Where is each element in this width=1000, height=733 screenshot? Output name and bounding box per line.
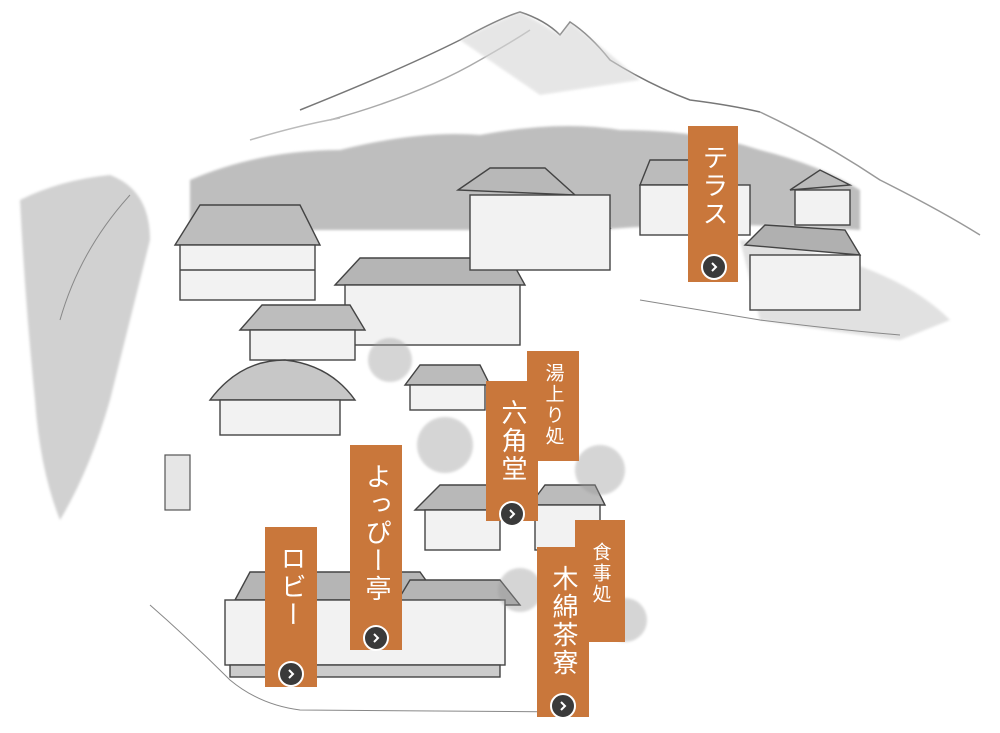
chevron-right-icon[interactable] xyxy=(278,661,304,687)
spot-terrace[interactable]: テラス xyxy=(688,126,738,282)
spot-label: テラス xyxy=(698,144,728,228)
spot-rokkakudo[interactable]: 六角堂 xyxy=(486,381,538,527)
spot-label: 木綿茶寮 xyxy=(548,565,578,677)
mid-trees xyxy=(368,338,647,642)
chevron-right-icon[interactable] xyxy=(363,625,389,651)
spot-label: よっぴー亭 xyxy=(361,463,391,603)
spot-label: 六角堂 xyxy=(497,399,527,483)
spot-momen[interactable]: 木綿茶寮 xyxy=(537,547,589,719)
chevron-right-icon[interactable] xyxy=(550,693,576,719)
ground xyxy=(59,194,901,713)
chevron-right-icon[interactable] xyxy=(701,254,727,280)
spot-sublabel: 湯上り処 xyxy=(542,363,565,447)
left-trees xyxy=(20,175,150,520)
spot-label: ロビー xyxy=(276,545,306,629)
spot-yoppi[interactable]: よっぴー亭 xyxy=(350,445,402,651)
spot-lobby[interactable]: ロビー xyxy=(265,527,317,687)
signpost xyxy=(164,454,191,511)
spot-sublabel: 食事処 xyxy=(589,542,612,605)
chevron-right-icon[interactable] xyxy=(499,501,525,527)
